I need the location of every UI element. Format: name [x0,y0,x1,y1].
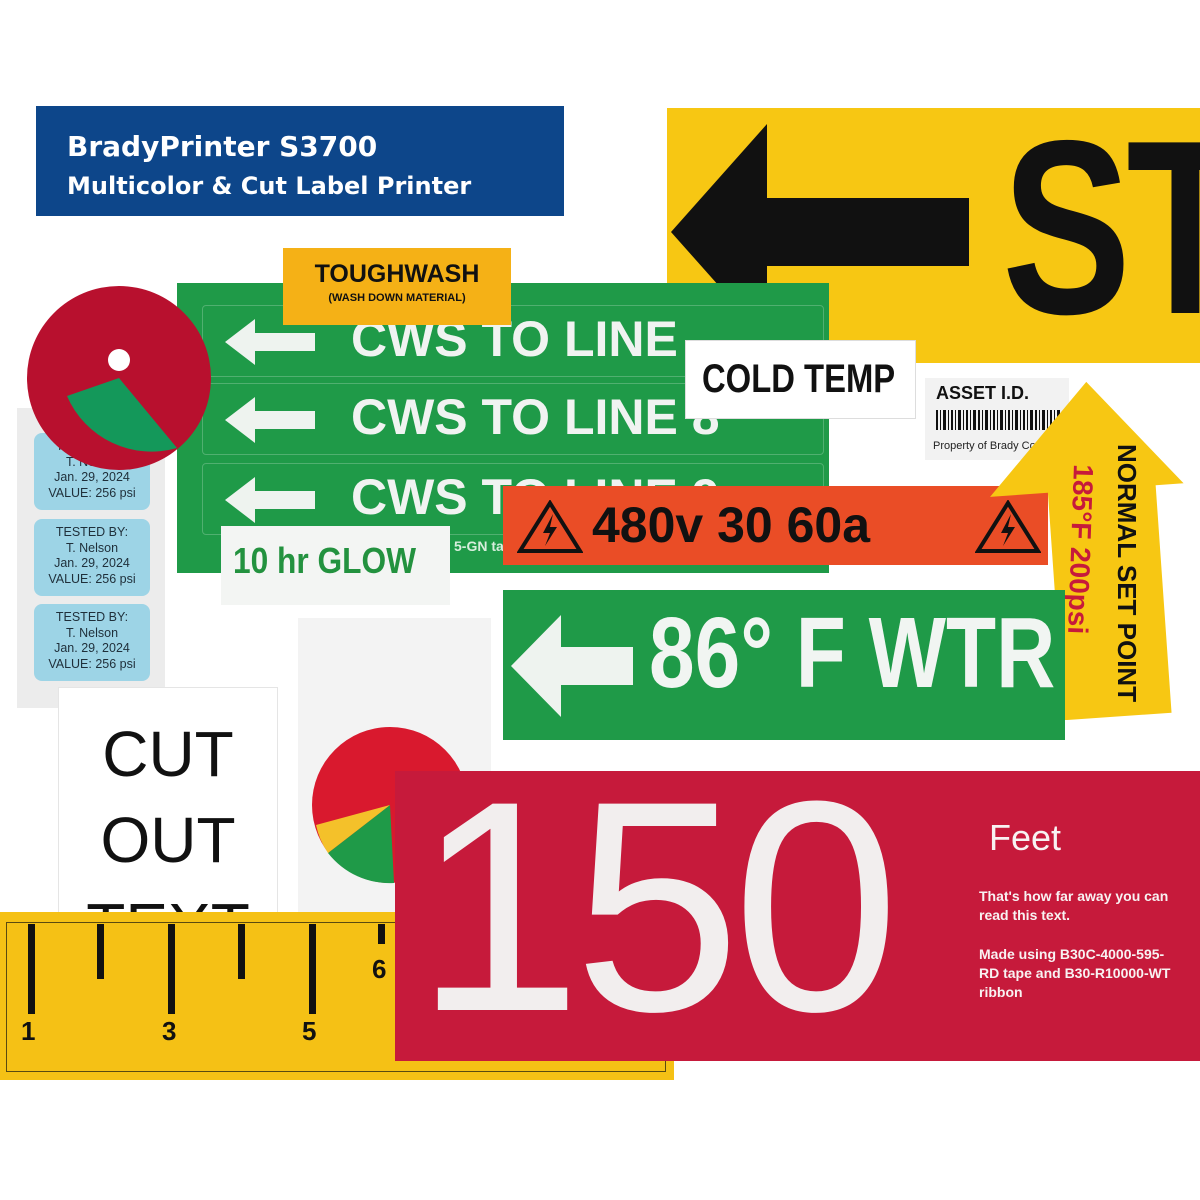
ruler-tick [238,924,245,979]
left-arrow-icon [225,477,315,523]
feet-text: Feet [989,817,1062,858]
stop-text: ST [1002,108,1200,363]
ruler-number: 1 [21,1016,36,1046]
left-arrow-icon [225,319,315,365]
arrow-text-line-1: NORMAL SET POINT [1112,444,1142,702]
tag-value: VALUE: 256 psi [48,571,136,586]
ruler-number: 5 [302,1016,317,1046]
big-number: 150 [415,771,900,1061]
cws-row-text: CWS TO LINE 8 [351,389,720,445]
tested-tags-sheet: TESTED BY: T. Nelson Jan. 29, 2024 VALUE… [17,408,165,708]
tag-name: T. Nelson [65,625,119,640]
tag-header: TESTED BY: [55,525,129,539]
barcode-icon [936,410,1060,430]
electric-warning-icon [517,500,583,553]
tested-tag: TESTED BY: T. Nelson Jan. 29, 2024 VALUE… [34,604,150,681]
water-temp-text: 86° F WTR [649,597,1056,709]
panel-code: 5-GN ta [454,538,504,554]
left-arrow-icon [511,615,633,717]
tag-value: VALUE: 256 psi [48,485,136,500]
cold-temp-label: COLD TEMP [685,340,916,419]
electric-warning-icon [975,500,1041,553]
toughwash-title: TOUGHWASH [314,260,480,288]
ruler-tick [168,924,175,1014]
glow-label: 10 hr GLOW [221,526,450,605]
ruler-tick [378,924,385,944]
title-line-1: BradyPrinter S3700 [67,130,378,163]
tested-tag: TESTED BY: T. Nelson Jan. 29, 2024 VALUE… [34,519,150,596]
ruler-number: 3 [162,1016,177,1046]
cut-line: OUT [100,804,236,876]
voltage-label: 480v 30 60a [503,486,1048,565]
tag-header: TESTED BY: [55,610,129,624]
voltage-text: 480v 30 60a [592,497,871,553]
left-arrow-icon [225,397,315,443]
ruler-tick [309,924,316,1014]
up-arrow-sign: NORMAL SET POINT 185°F 200psi [990,381,1184,720]
title-line-2: Multicolor & Cut Label Printer [67,172,472,200]
cut-line: CUT [102,718,234,790]
material-text: Made using B30C-4000-595-RD tape and B30… [979,946,1171,1000]
ruler-number: 6 [372,954,387,984]
tag-date: Jan. 29, 2024 [54,641,130,655]
toughwash-label: TOUGHWASH (WASH DOWN MATERIAL) [283,248,511,325]
cold-temp-text: COLD TEMP [702,357,896,401]
tag-date: Jan. 29, 2024 [54,556,130,570]
ruler-tick [28,924,35,1014]
valve-disc-icon [27,286,211,470]
toughwash-subtitle: (WASH DOWN MATERIAL) [328,292,466,304]
read-distance-text: That's how far away you can read this te… [979,888,1169,923]
tag-date: Jan. 29, 2024 [54,470,130,484]
cws-row: CWS TO LINE 8 [202,383,824,455]
arrow-text-line-2: 185°F 200psi [1062,464,1099,635]
ruler-tick [97,924,104,979]
glow-text: 10 hr GLOW [233,540,417,581]
asset-owner: Property of Brady Corp. [933,440,1049,452]
asset-title: ASSET I.D. [936,383,1030,403]
tag-name: T. Nelson [65,540,119,555]
water-temp-label: 86° F WTR [503,590,1065,740]
tag-value: VALUE: 256 psi [48,656,136,671]
title-banner: BradyPrinter S3700 Multicolor & Cut Labe… [36,106,564,216]
distance-label: 150 Feet That's how far away you can rea… [395,771,1200,1061]
